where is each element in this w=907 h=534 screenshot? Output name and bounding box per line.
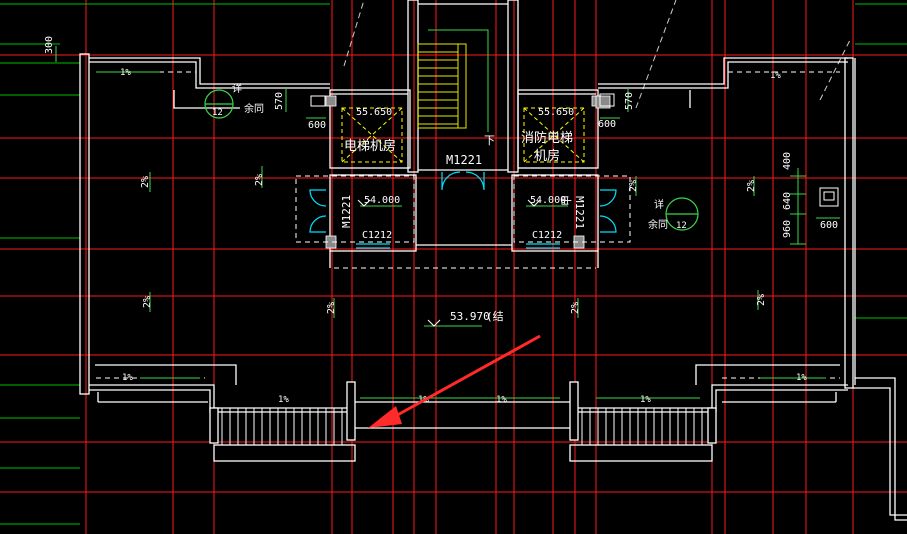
machine-room-marks	[341, 107, 585, 163]
door-m1221-left: M1221	[340, 195, 353, 228]
roof-ridges	[96, 71, 840, 379]
roof-note-label: (结	[486, 310, 504, 323]
dim-570-right: 570	[624, 92, 635, 110]
dim-600-left: 600	[308, 120, 326, 131]
roof-drains	[310, 93, 839, 207]
axis-grid-green	[0, 3, 907, 525]
walls	[79, 0, 907, 521]
detail-see-left: 详	[232, 82, 242, 95]
slope-2pct-b: 2%	[254, 174, 265, 186]
slope-2pct-f: 2%	[628, 180, 639, 192]
roof-elevation-label: 53.970	[450, 310, 490, 323]
stair-arrow	[428, 29, 489, 132]
door-jia-label: 甲	[560, 195, 573, 206]
dim-300-label: 300	[44, 36, 55, 54]
slope-label-canopy-mid-2: 1%	[496, 395, 507, 405]
door-m1221-right: M1221	[573, 196, 586, 229]
diagonal-guides	[343, 0, 851, 109]
detail-ref-right: 12	[676, 221, 687, 231]
fire-elevator-room-line2: 机房	[534, 148, 560, 164]
detail-circles	[204, 89, 699, 231]
dim-600-right: 600	[598, 119, 616, 130]
annotation-arrow	[368, 334, 541, 428]
detail-yutong-right: 余同	[648, 218, 668, 231]
stair-down-label: 下	[484, 134, 495, 147]
detail-ref-left: 12	[212, 108, 223, 118]
slope-2pct-g: 2%	[746, 180, 757, 192]
dim-600-far: 600	[820, 220, 838, 231]
slope-label-canopy-left: 1%	[278, 395, 289, 405]
detail-yutong-left: 余同	[244, 102, 264, 115]
dim-640-label: 640	[782, 192, 793, 210]
slope-arrows	[149, 166, 759, 318]
window-c1212-left: C1212	[362, 230, 392, 241]
stair	[417, 43, 467, 129]
slope-2pct-c: 2%	[142, 296, 153, 308]
dim-570-left: 570	[274, 92, 285, 110]
door-m1221-center: M1221	[446, 153, 482, 167]
elevator-room-label: 电梯机房	[344, 138, 396, 154]
doors	[309, 171, 617, 249]
dim-400-label: 400	[782, 152, 793, 170]
slope-label-canopy-right: 1%	[640, 395, 651, 405]
slope-label-bottom-right: 1%	[796, 373, 807, 383]
slope-2pct-a: 2%	[140, 176, 151, 188]
detail-see-right: 详	[654, 198, 664, 211]
elev-54000-left: 54.000	[364, 195, 400, 206]
elev-55650-right: 55.650	[538, 107, 574, 118]
slope-2pct-e: 2%	[570, 302, 581, 314]
slope-label-top-left: 1%	[120, 68, 131, 78]
canopy-slats	[221, 408, 703, 445]
window-c1212-right: C1212	[532, 230, 562, 241]
dimension-lines	[55, 46, 840, 399]
elev-54000-right: 54.000	[530, 195, 566, 206]
fire-elevator-room-line1: 消防电梯	[521, 130, 573, 146]
slope-label-bottom-left: 1%	[122, 373, 133, 383]
dim-960-label: 960	[782, 220, 793, 238]
elevation-markers	[357, 199, 541, 327]
slope-2pct-h: 2%	[756, 294, 767, 306]
elev-55650-left: 55.650	[356, 107, 392, 118]
slope-2pct-d: 2%	[326, 302, 337, 314]
slope-label-top-right: 1%	[770, 71, 781, 81]
